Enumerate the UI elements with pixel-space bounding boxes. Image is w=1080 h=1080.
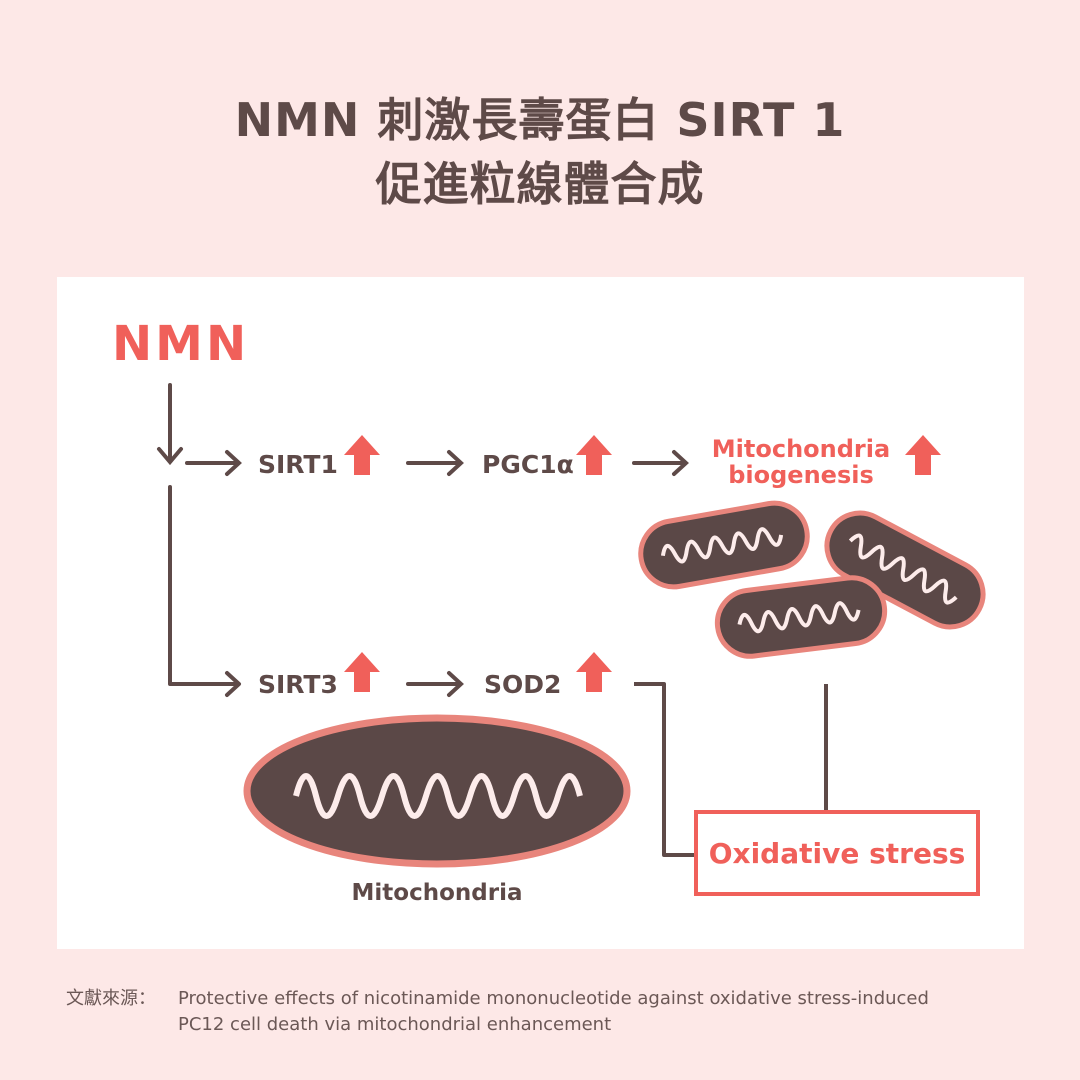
large-mitochondrion-icon (243, 714, 631, 868)
sod2-up-arrow-icon (576, 652, 612, 692)
mitochondrion-icon (824, 510, 986, 630)
sod2-to-stress-connector (634, 682, 696, 857)
biogenesis-label-line-1: Mitochondria (712, 435, 890, 463)
arrow-sirt3-to-sod2 (406, 671, 464, 697)
nmn-down-arrow (157, 383, 183, 466)
citation-line-2: PC12 cell death via mitochondrial enhanc… (178, 1014, 612, 1035)
title-line-2: 促進粒線體合成 (375, 157, 705, 211)
mitochondria-label: Mitochondria (352, 880, 523, 906)
pgc1a-up-arrow-icon (576, 435, 612, 475)
mitochondrion-icon (714, 575, 888, 659)
page-title: NMN 刺激長壽蛋白 SIRT 1 促進粒線體合成 (0, 88, 1080, 216)
sirt3-up-arrow-icon (344, 652, 380, 692)
title-line-1: NMN 刺激長壽蛋白 SIRT 1 (234, 93, 846, 147)
biogenesis-label-line-2: biogenesis (728, 461, 874, 489)
pgc1a-label: PGC1α (482, 450, 574, 479)
citation-body: Protective effects of nicotinamide monon… (178, 986, 1058, 1038)
arrow-pgc1a-to-biogenesis (632, 450, 689, 476)
citation-line-1: Protective effects of nicotinamide monon… (178, 988, 929, 1009)
arrow-to-sirt3 (168, 485, 241, 697)
arrow-to-sirt1 (185, 450, 242, 476)
oxidative-stress-label: Oxidative stress (709, 837, 966, 870)
citation-label: 文獻來源： (66, 988, 156, 1009)
sirt1-up-arrow-icon (344, 435, 380, 475)
sod2-label: SOD2 (484, 670, 561, 699)
mitochondrion-icon (638, 500, 810, 590)
oxidative-stress-box (694, 810, 980, 896)
biogenesis-up-arrow-icon (905, 435, 941, 475)
sirt3-label: SIRT3 (258, 670, 338, 699)
arrow-sirt1-to-pgc1a (406, 450, 464, 476)
sirt1-label: SIRT1 (258, 450, 338, 479)
nmn-label: NMN (112, 316, 249, 372)
